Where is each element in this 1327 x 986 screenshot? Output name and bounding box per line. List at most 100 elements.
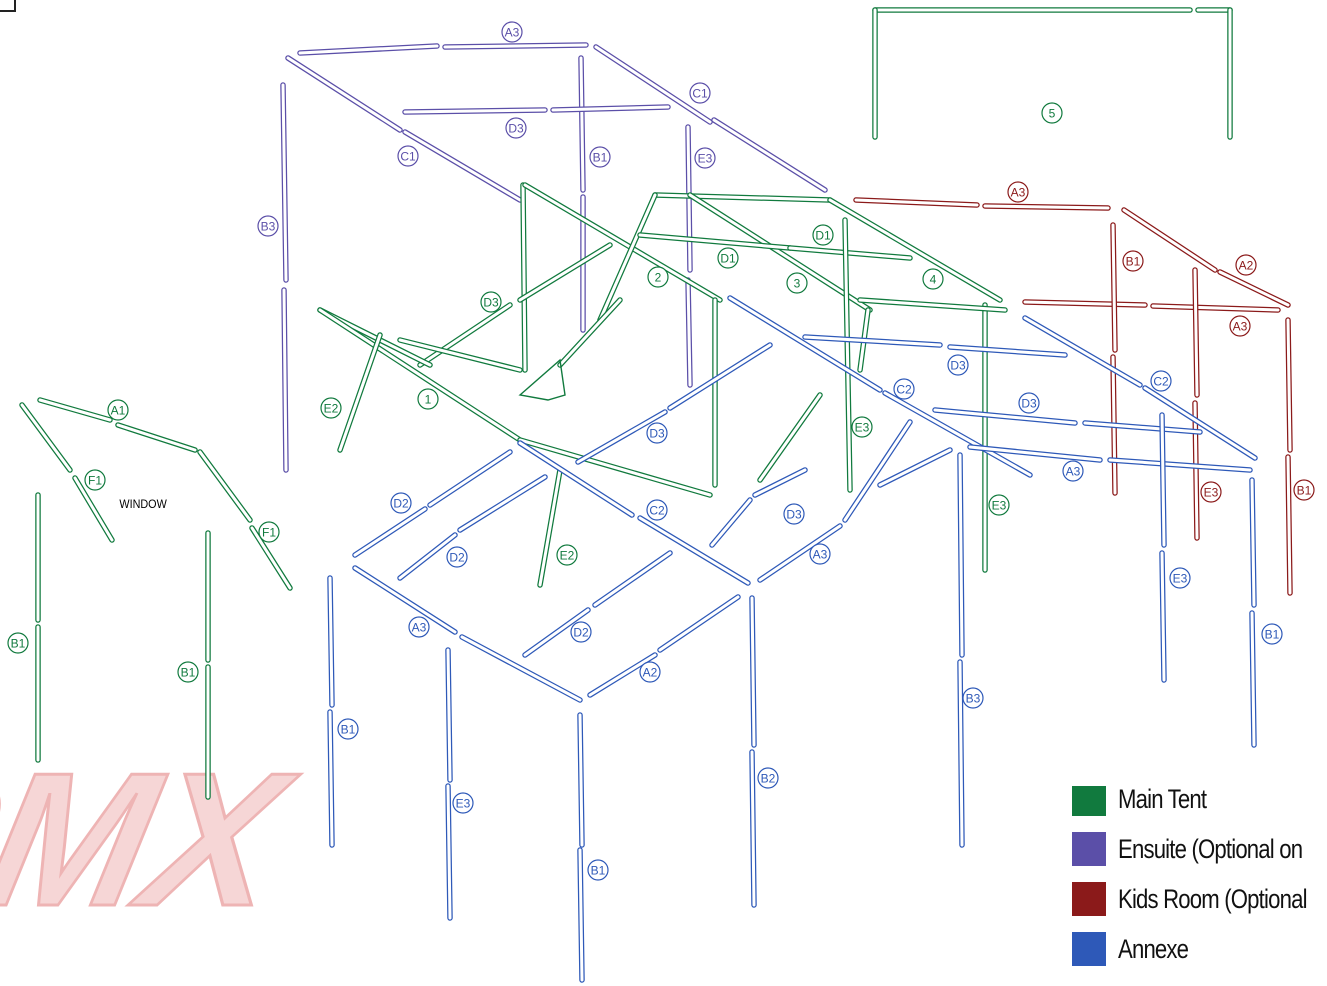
frame-pole-inner	[73, 476, 114, 542]
svg-text:5: 5	[1049, 107, 1056, 121]
frame-pole-inner	[443, 43, 588, 49]
frame-pole-inner	[446, 784, 452, 920]
legend-swatch	[1072, 832, 1106, 866]
svg-text:C2: C2	[896, 383, 912, 397]
part-label-c1: C1	[689, 82, 711, 104]
frame-pole-inner	[353, 507, 427, 557]
part-label-b1: B1	[7, 632, 29, 654]
part-label-b1: B1	[589, 146, 611, 168]
frame-pole-inner	[1111, 223, 1117, 352]
legend-label: Kids Room (Optional	[1118, 883, 1308, 914]
part-label-a3: A3	[1229, 315, 1251, 337]
part-label-a3: A3	[1062, 460, 1084, 482]
part-label-a3: A3	[408, 616, 430, 638]
part-label-b1: B1	[337, 718, 359, 740]
svg-text:2: 2	[655, 271, 662, 285]
part-label-b1: B1	[1293, 479, 1315, 501]
part-label-c1: C1	[397, 145, 419, 167]
part-label-e2: E2	[556, 544, 578, 566]
frame-pole-inner	[588, 653, 657, 697]
part-label-d1: D1	[812, 224, 834, 246]
frame-pole-inner	[318, 308, 522, 442]
svg-text:D1: D1	[815, 229, 831, 243]
part-label-a2: A2	[1235, 254, 1257, 276]
frame-pole-inner	[854, 198, 979, 207]
frame-pole-inner	[958, 453, 964, 657]
svg-text:E2: E2	[560, 549, 575, 563]
svg-text:B1: B1	[11, 637, 26, 651]
frame-pole-inner	[353, 566, 457, 634]
part-label-5: 5	[1041, 102, 1063, 124]
part-label-a3: A3	[1007, 181, 1029, 203]
part-label-e3: E3	[851, 416, 873, 438]
legend-swatch	[1072, 882, 1106, 916]
frame-pole-inner	[521, 183, 527, 372]
svg-text:D1: D1	[720, 252, 736, 266]
part-label-d2: D2	[390, 492, 412, 514]
svg-text:D2: D2	[393, 497, 409, 511]
part-label-2: 2	[647, 266, 669, 288]
frame-pole-inner	[328, 576, 334, 707]
svg-text:E2: E2	[324, 402, 339, 416]
frame-pole-inner	[594, 45, 712, 124]
part-label-d3: D3	[480, 291, 502, 313]
frame-pole-inner	[983, 204, 1110, 210]
svg-text:D2: D2	[573, 626, 589, 640]
frame-pole-inner	[753, 468, 807, 497]
legend-item-annexe: Annexe	[1072, 932, 1327, 966]
part-label-d3: D3	[1018, 392, 1040, 414]
frame-pole-inner	[458, 475, 547, 532]
frame-pole-inner	[398, 533, 457, 580]
frame-pole-inner	[668, 343, 772, 410]
frame-pole-inner	[858, 298, 1007, 312]
frame-pole-inner	[968, 445, 1102, 462]
legend-swatch	[1072, 932, 1106, 966]
corner-bracket	[0, 0, 16, 12]
svg-text:E3: E3	[992, 499, 1007, 513]
frame-pole-inner	[638, 516, 750, 585]
svg-text:B1: B1	[1297, 484, 1312, 498]
frame-pole-inner	[788, 246, 912, 260]
swing-bracket	[518, 358, 566, 401]
frame-pole-inner	[281, 83, 288, 282]
frame-pole-inner	[1143, 386, 1257, 460]
svg-text:F1: F1	[88, 474, 102, 488]
svg-text:3: 3	[794, 277, 801, 291]
frame-pole-inner	[403, 130, 522, 202]
legend: Main Tent Ensuite (Optional on Kids Room…	[1072, 786, 1327, 986]
frame-pole-inner	[1122, 208, 1217, 272]
frame-pole-inner	[578, 848, 584, 982]
frame-pole-inner	[428, 450, 512, 507]
svg-text:D3: D3	[649, 427, 665, 441]
frame-pole-inner	[658, 595, 740, 652]
legend-swatch	[1072, 786, 1106, 816]
part-label-b1: B1	[1261, 623, 1283, 645]
frame-pole-inner	[523, 608, 590, 657]
window-label: WINDOW	[119, 499, 167, 512]
frame-pole-inner	[803, 335, 942, 347]
svg-text:D3: D3	[483, 296, 499, 310]
frame-pole-inner	[758, 524, 842, 582]
frame-pole-inner	[843, 420, 912, 522]
frame-pole-inner	[398, 338, 522, 372]
frame-pole-inner	[1286, 455, 1292, 595]
svg-text:C1: C1	[692, 87, 708, 101]
frame-pole-inner	[828, 198, 1002, 302]
part-label-b3: B3	[257, 215, 279, 237]
frame-pole-inner	[250, 526, 292, 590]
frame-pole-inner	[1193, 268, 1199, 397]
part-label-d2: D2	[446, 546, 468, 568]
legend-label: Annexe	[1118, 933, 1189, 964]
legend-label: Main Tent	[1118, 786, 1207, 814]
part-label-a3: A3	[809, 543, 831, 565]
part-label-b1: B1	[177, 661, 199, 683]
frame-pole-inner	[653, 193, 832, 202]
svg-text:A1: A1	[111, 404, 126, 418]
part-label-d3: D3	[947, 354, 969, 376]
part-label-b1: B1	[587, 859, 609, 881]
svg-text:A3: A3	[1011, 186, 1026, 200]
part-label-d1: D1	[717, 247, 739, 269]
part-label-b3: B3	[962, 687, 984, 709]
frame-pole-inner	[750, 750, 756, 907]
